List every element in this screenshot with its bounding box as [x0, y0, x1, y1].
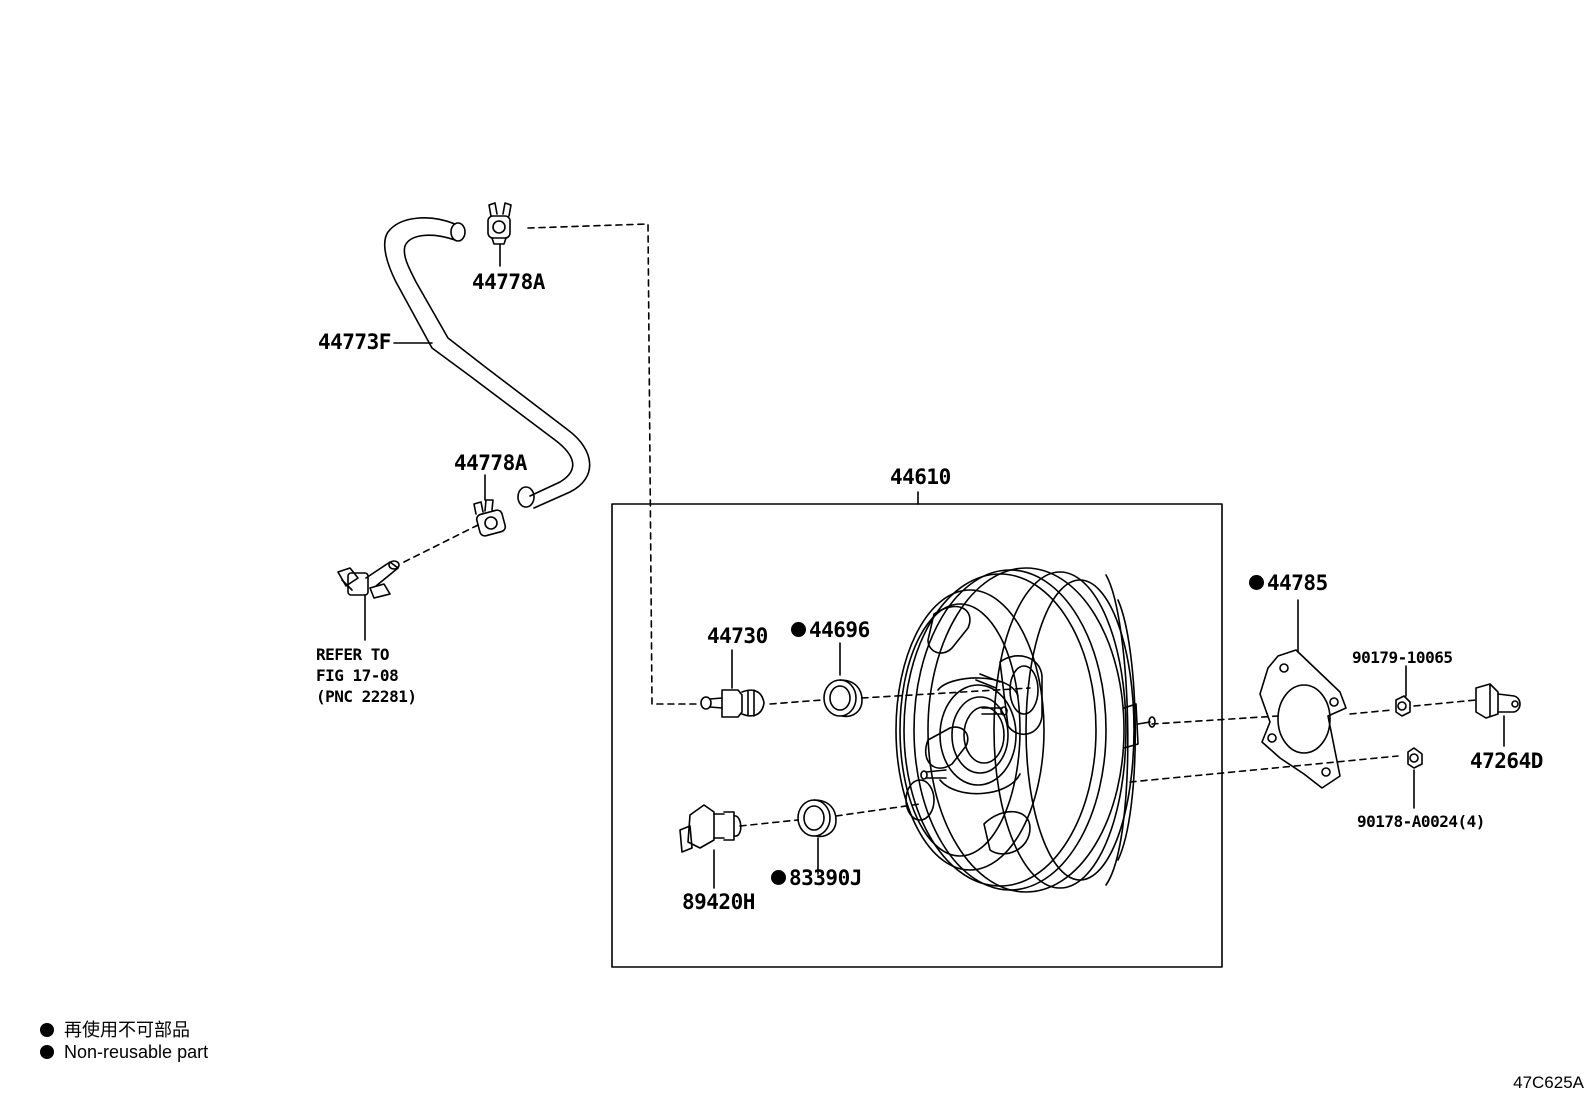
part-label-clamp-upper[interactable]: 44778A — [472, 270, 545, 294]
check-valve-dash — [769, 699, 823, 705]
clamp-lower-illustration — [473, 499, 507, 537]
refer-note[interactable]: REFER TO FIG 17-08 (PNC 22281) — [316, 644, 417, 707]
booster-stud-dash-lower — [1129, 755, 1399, 783]
refer-line-1: REFER TO — [316, 645, 390, 664]
part-label-clamp-lower[interactable]: 44778A — [454, 451, 527, 475]
grommet-upper-number: 44696 — [809, 618, 870, 642]
vacuum-hose — [383, 217, 591, 509]
non-reusable-marker — [791, 622, 806, 637]
booster-stud-dash-upper — [1151, 715, 1279, 725]
sensor-illustration — [679, 804, 742, 853]
grommet-upper-dash — [861, 687, 1031, 699]
gasket-number: 44785 — [1267, 571, 1328, 595]
grommet-lower-number: 83390J — [789, 866, 862, 890]
part-label-check-valve[interactable]: 44730 — [707, 624, 768, 648]
nut-lower-illustration — [1407, 747, 1423, 769]
part-label-gasket[interactable]: 44785 — [1249, 571, 1328, 595]
refer-line-3: (PNC 22281) — [316, 687, 417, 706]
part-label-hose[interactable]: 44773F — [318, 330, 391, 354]
grommet-upper-illustration — [823, 679, 863, 718]
gasket-dash — [1349, 709, 1393, 715]
hose-route-dash — [527, 223, 701, 705]
non-reusable-marker — [771, 870, 786, 885]
clamp-upper-illustration — [487, 202, 512, 245]
part-label-nut-upper[interactable]: 90179-10065 — [1352, 648, 1453, 667]
refer-line-2: FIG 17-08 — [316, 666, 399, 685]
legend-en-text: Non-reusable part — [64, 1042, 209, 1062]
legend-jp-text: 再使用不可部品 — [64, 1020, 190, 1040]
legend-bullet — [40, 1045, 54, 1059]
sensor-dash — [739, 819, 799, 827]
nut-upper-dash — [1413, 699, 1477, 707]
clevis-illustration — [1475, 683, 1521, 719]
part-label-booster-assy[interactable]: 44610 — [890, 465, 951, 489]
part-label-grommet-upper[interactable]: 44696 — [791, 618, 870, 642]
legend-jp: 再使用不可部品 — [40, 1016, 190, 1042]
brake-booster-body — [895, 567, 1156, 893]
part-label-sensor[interactable]: 89420H — [682, 890, 755, 914]
check-valve-illustration — [700, 689, 765, 718]
booster-assy-frame — [611, 503, 1223, 968]
grommet-lower-illustration — [797, 799, 837, 838]
gasket-illustration — [1259, 649, 1347, 789]
part-label-grommet-lower[interactable]: 83390J — [771, 866, 862, 890]
illustration-code: 47C625A — [1513, 1073, 1584, 1092]
part-label-nut-lower[interactable]: 90178-A0024(4) — [1357, 812, 1485, 831]
intake-fitting-illustration — [337, 560, 400, 599]
nut-upper-illustration — [1395, 695, 1411, 717]
non-reusable-marker — [1249, 575, 1264, 590]
legend-en: Non-reusable part — [40, 1042, 208, 1063]
fitting-dash — [403, 524, 479, 563]
legend-bullet — [40, 1023, 54, 1037]
part-label-clevis[interactable]: 47264D — [1470, 749, 1543, 773]
